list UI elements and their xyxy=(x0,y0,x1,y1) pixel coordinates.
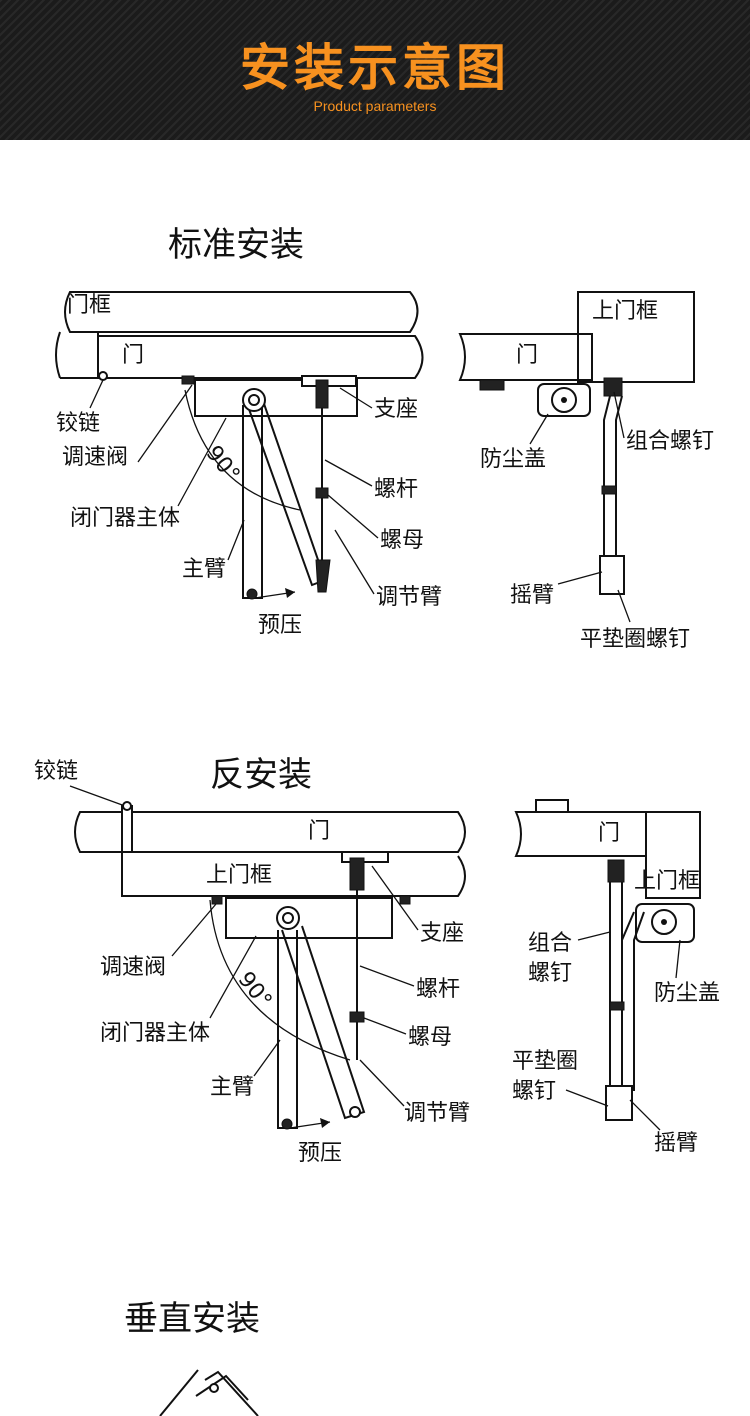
door-shape xyxy=(97,332,424,379)
label-r-hinge: 铰链 xyxy=(34,759,78,784)
label-r-washer-screw-1: 平垫圈 xyxy=(512,1049,578,1074)
label-r-door: 门 xyxy=(308,819,330,844)
label-side-door: 门 xyxy=(516,343,538,368)
vertical-diagram-partial xyxy=(159,1369,259,1416)
label-door: 门 xyxy=(122,343,144,368)
label-adjust-arm: 调节臂 xyxy=(376,585,442,610)
header-banner: 安装示意图 Product parameters xyxy=(0,0,750,140)
combo-screw-shape xyxy=(603,377,623,397)
bracket-shape xyxy=(301,375,357,387)
label-r-nut: 螺母 xyxy=(408,1025,452,1050)
r-combo-screw-shape xyxy=(607,859,625,883)
vertical-install-title: 垂直安装 xyxy=(124,1299,260,1339)
r-upper-frame-shape xyxy=(121,852,466,897)
label-hinge: 铰链 xyxy=(56,411,100,436)
label-r-side-upper-frame: 上门框 xyxy=(634,869,700,894)
label-door-frame: 门框 xyxy=(67,293,111,318)
label-nut: 螺母 xyxy=(380,528,424,553)
r-side-door-shape xyxy=(514,811,647,857)
r-swing-arc xyxy=(209,899,351,1061)
hinge-pin xyxy=(98,371,108,381)
label-preload: 预压 xyxy=(258,613,302,638)
swing-arc xyxy=(184,389,301,511)
rocker-arm-shape xyxy=(603,395,623,561)
label-screw-rod: 螺杆 xyxy=(374,477,418,502)
page-title: 安装示意图 xyxy=(240,39,510,97)
label-speed-valve: 调速阀 xyxy=(62,445,128,470)
label-r-side-door: 门 xyxy=(598,821,620,846)
label-combo-screw: 组合螺钉 xyxy=(626,429,714,454)
label-r-combo-screw-1: 组合 xyxy=(528,931,572,956)
installation-diagram: 标准安装 门框 门 铰链 调速阀 闭门器主体 主臂 预压 xyxy=(34,225,720,1416)
r-door-shape xyxy=(74,811,466,853)
label-upper-frame: 上门框 xyxy=(592,299,658,324)
label-dust-cover: 防尘盖 xyxy=(480,447,546,472)
r-nut-shape xyxy=(349,1011,365,1023)
standard-install-title: 标准安装 xyxy=(168,225,304,265)
label-r-rocker-arm: 摇臂 xyxy=(654,1131,698,1156)
upper-frame-shape xyxy=(577,291,695,383)
label-r-closer-body: 闭门器主体 xyxy=(100,1021,210,1046)
standard-side-view xyxy=(458,291,695,595)
reverse-side-view xyxy=(514,799,701,1121)
label-r-bracket: 支座 xyxy=(420,921,464,946)
r-main-arm-shape xyxy=(277,930,298,1129)
page-subtitle: Product parameters xyxy=(313,98,437,114)
label-washer-screw: 平垫圈螺钉 xyxy=(580,627,690,652)
label-r-speed-valve: 调速阀 xyxy=(100,955,166,980)
main-arm-shape xyxy=(242,405,263,599)
door-frame-shape xyxy=(64,291,419,333)
standard-door-assembly xyxy=(55,291,424,600)
label-r-screw-rod: 螺杆 xyxy=(416,977,460,1002)
nut-shape xyxy=(315,487,329,499)
label-r-upper-frame: 上门框 xyxy=(206,863,272,888)
label-main-arm: 主臂 xyxy=(182,557,226,582)
label-r-angle: 90° xyxy=(233,967,277,1013)
label-r-adjust-arm: 调节臂 xyxy=(404,1101,470,1126)
label-r-preload: 预压 xyxy=(298,1141,342,1166)
r-bracket-shape xyxy=(341,851,389,863)
label-r-washer-screw-2: 螺钉 xyxy=(512,1079,556,1104)
adjust-arm-shape xyxy=(244,397,327,587)
reverse-install-title: 反安装 xyxy=(210,755,312,795)
side-door-shape xyxy=(458,333,593,381)
reverse-door-assembly xyxy=(74,801,466,1130)
label-r-combo-screw-2: 螺钉 xyxy=(528,961,572,986)
label-r-main-arm: 主臂 xyxy=(210,1075,254,1100)
label-bracket: 支座 xyxy=(374,397,418,422)
r-closer-body-shape xyxy=(225,897,393,939)
label-r-dust-cover: 防尘盖 xyxy=(654,981,720,1006)
label-rocker-arm: 摇臂 xyxy=(510,583,554,608)
label-closer-body: 闭门器主体 xyxy=(70,506,180,531)
